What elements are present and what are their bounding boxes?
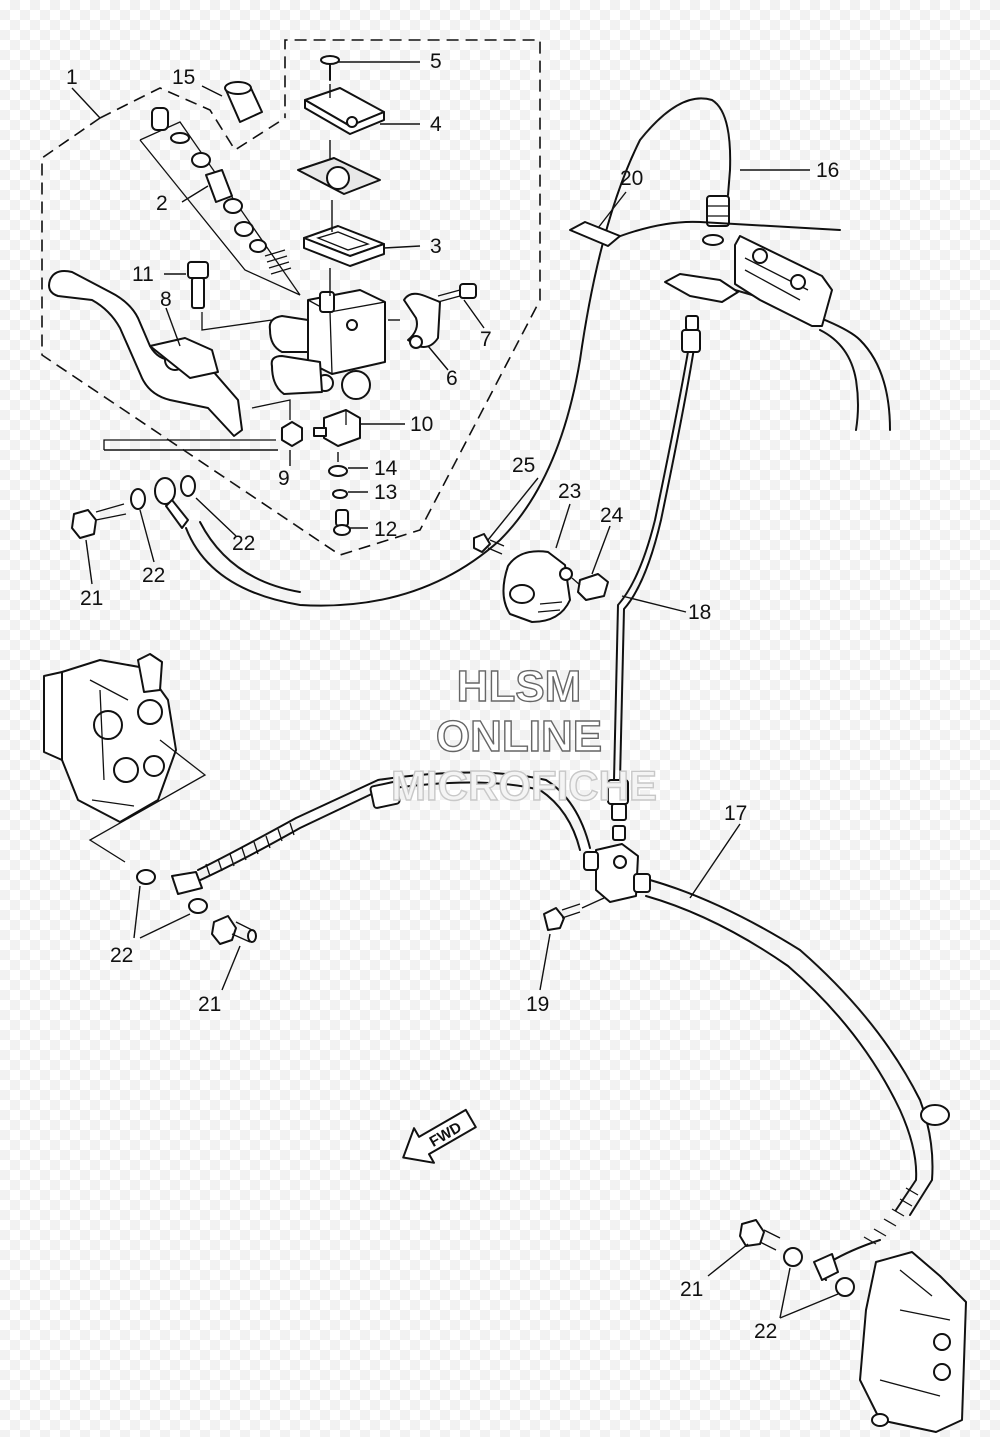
clamp-bolt [437,283,477,303]
callout-24: 24 [600,504,624,527]
callout-5: 5 [430,50,442,73]
callout-15: 15 [172,66,195,89]
copper-washer [188,898,208,914]
brake-lever [48,270,243,437]
callout-6: 6 [446,367,458,390]
callout-22a: 22 [232,532,255,555]
leader-lines [71,61,839,1319]
lever-nut [281,421,303,447]
pivot-leader [201,312,273,331]
hose-joint-block [583,843,651,903]
hose-18 [607,315,701,841]
callout-19: 19 [526,993,549,1016]
hose-clamp [502,550,573,623]
clamp-bolt-25 [473,533,505,555]
nut-leader [251,399,291,420]
joint-bolt [543,903,581,931]
callout-11: 11 [132,263,154,286]
banjo-bolt [71,503,127,539]
diaphragm-holder [303,225,385,267]
callout-12: 12 [374,518,397,541]
callout-22c: 22 [110,944,133,967]
hose-joint-24 [571,573,609,601]
spring-washer [332,489,348,499]
watermark: HLSM ONLINE MICROFICHE [390,661,657,809]
upper-banjo-axis [103,439,276,450]
hose-17-left [171,771,591,895]
caliper-right [859,1251,967,1433]
hose-17-right [645,879,950,1281]
hose-guide [569,221,739,303]
switch-screw [333,509,351,536]
piston-kit [170,132,292,275]
handlebar-right [609,220,891,431]
callout-13: 13 [374,481,397,504]
callout-9: 9 [278,467,290,490]
callout-labels: 1 15 5 4 3 2 11 8 7 6 10 9 14 13 12 22 2… [66,50,839,1343]
callout-4: 4 [430,113,442,136]
callout-3: 3 [430,235,442,258]
callout-8: 8 [160,288,172,311]
callout-22d: 22 [754,1320,777,1343]
hose-16-fitting [702,195,730,246]
master-cylinder-assembly-outline [41,39,541,556]
washer [328,465,348,477]
caliper-bolt-axis [88,739,207,863]
callout-17: 17 [724,802,747,825]
callout-21c: 21 [680,1278,703,1301]
reservoir-cap [304,87,385,135]
brake-light-switch [313,409,361,447]
caliper-left [43,653,177,823]
callout-10: 10 [410,413,433,436]
axis-line [581,897,605,909]
watermark-line-1: HLSM [457,662,582,711]
callout-21a: 21 [80,587,103,610]
callout-20: 20 [620,167,643,190]
callout-16: 16 [816,159,839,182]
callout-2: 2 [156,192,168,215]
watermark-line-2: ONLINE [436,712,602,761]
banjo-fitting [154,477,189,529]
bracket-clamp [403,292,441,349]
callout-22b: 22 [142,564,165,587]
callout-18: 18 [688,601,711,624]
copper-washer [835,1277,855,1297]
forward-direction-arrow: FWD [402,1108,477,1164]
master-cylinder-body [268,289,386,400]
hose-master-to-joint [185,97,732,607]
lever-boot [151,81,263,131]
callout-21b: 21 [198,993,221,1016]
copper-washer [130,488,146,510]
pivot-bolt [187,261,209,309]
banjo-bolt [739,1219,781,1251]
watermark-line-3: MICROFICHE [391,762,657,809]
cap-screw [320,55,340,81]
callout-7: 7 [480,328,492,351]
callout-23: 23 [558,480,581,503]
banjo-bolt [211,915,257,945]
callout-14: 14 [374,457,398,480]
copper-washer [136,869,156,885]
callout-1: 1 [66,66,78,89]
callout-25: 25 [512,454,535,477]
piston-kit-bracket [139,121,301,296]
copper-washer [783,1247,803,1267]
diaphragm [297,157,381,195]
copper-washer [180,475,196,497]
